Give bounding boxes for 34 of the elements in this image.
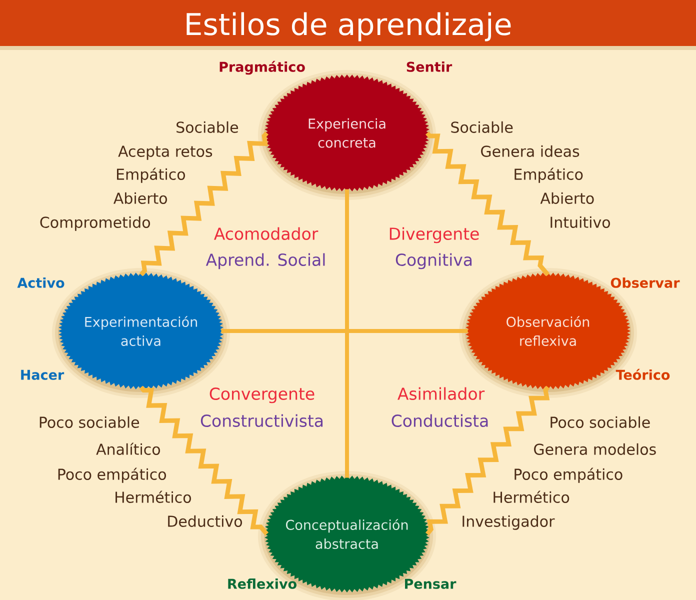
zigzag-line [425,386,550,536]
zigzag-line [139,132,268,276]
trait-label: Poco empático [514,468,622,483]
connector-line [221,329,468,333]
quadrant-subtitle: Aprend. Social [206,253,325,270]
trait-label: Poco empático [58,468,166,483]
trait-label: Sociable [451,121,513,133]
title-banner: Estilos de aprendizaje [0,0,696,50]
trait-label: Hermético [116,490,191,503]
trait-label: Investigador [462,515,555,530]
trait-label: Deductivo [168,515,242,527]
quadrant-subtitle: Constructivista [200,414,323,427]
zigzag-line [426,132,550,276]
quadrant-title: Divergente [390,227,479,244]
quadrant-title: Acomodador [214,227,318,240]
zigzag-line [139,386,268,536]
trait-label: Abierto [540,192,594,204]
trait-label: Hermético [494,490,570,503]
trait-label: Sociable [176,121,238,133]
trait-label: Intuitivo [550,216,610,228]
trait-label: Genera ideas [481,145,580,157]
side-label: Sentir [406,61,452,72]
trait-label: Analítico [96,442,160,455]
connector-line [345,189,349,478]
trait-label: Empático [514,168,583,183]
trait-label: Empático [117,168,185,183]
quadrant-subtitle: Conductista [392,414,488,427]
trait-label: Abierto [114,192,167,204]
trait-label: Poco sociable [40,416,140,428]
trait-label: Genera modelos [534,443,656,455]
quadrant-subtitle: Cognitiva [396,253,472,270]
trait-label: Acepta retos [118,146,212,160]
trait-label: Comprometido [40,216,150,231]
trait-label: Poco sociable [550,416,650,428]
